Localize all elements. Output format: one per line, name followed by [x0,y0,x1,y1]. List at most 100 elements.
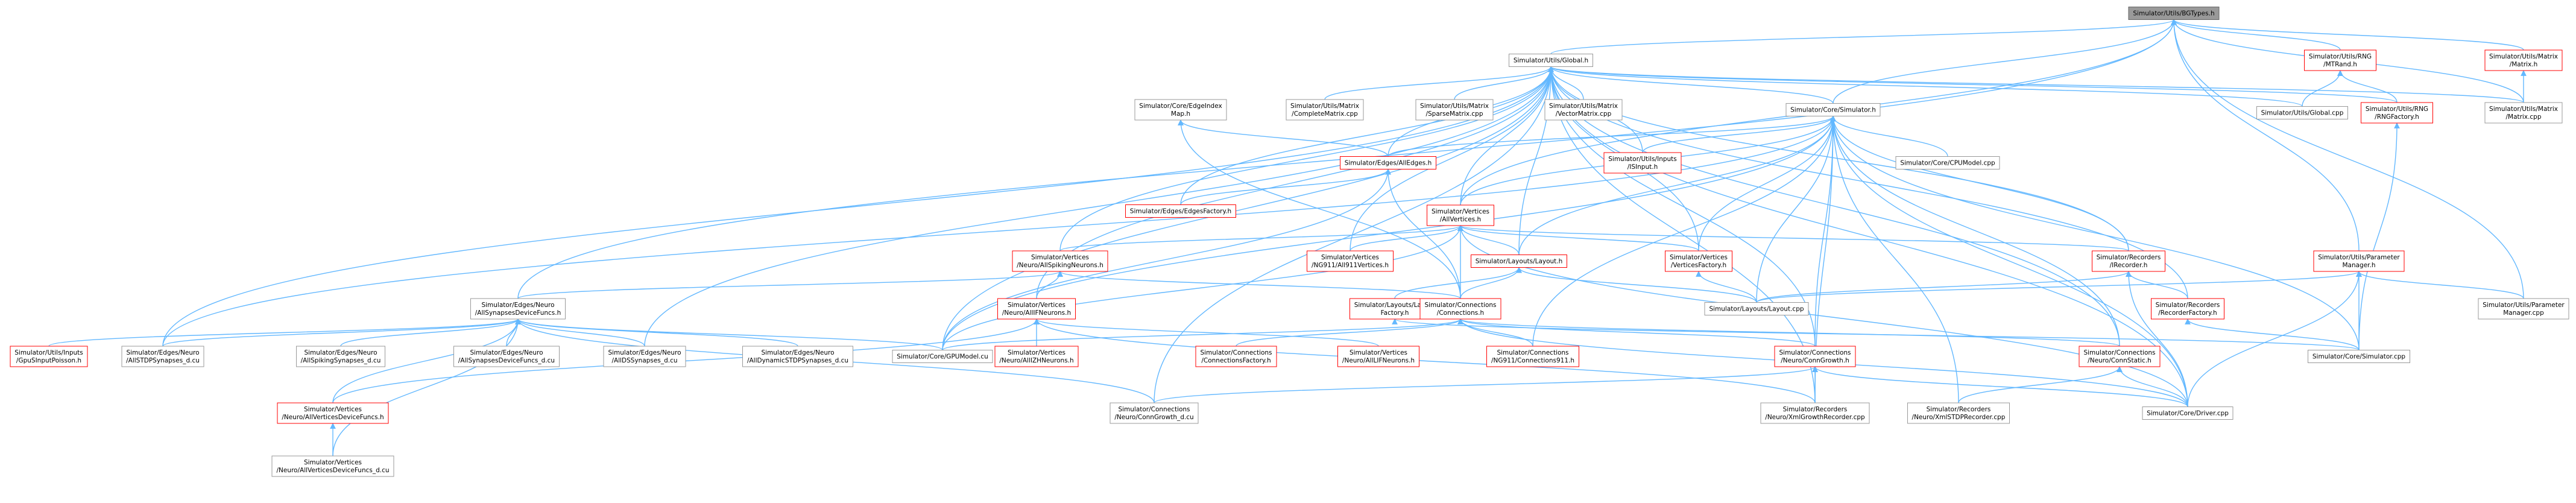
node-mtrand[interactable]: Simulator/Utils/RNG/MTRand.h [2304,49,2376,71]
node-box [1012,250,1108,272]
node-alledges[interactable]: Simulator/Edges/AllEdges.h [1340,156,1436,169]
node-label: Simulator/Connections [1497,349,1568,356]
node-label: /AllSpikingSynapses_d.cu [301,357,381,364]
node-gpuspoisson[interactable]: Simulator/Utils/Inputs/GpuSInputPoisson.… [10,346,88,367]
edge-allspiking-to-global-h [1059,66,1554,252]
edge-parammanager-to-bgtypes [2171,19,2360,252]
node-label: Simulator/Vertices [304,406,362,413]
node-label: /Neuro/AllIZHNeurons.h [999,357,1073,364]
node-box [1774,346,1856,367]
edge-connfactory-to-connections-h [1236,318,1463,347]
node-box [10,346,88,367]
node-label: /GpuSInputPoisson.h [16,357,81,364]
edge-layout-cpp-to-irecorder [1756,271,2132,303]
node-box [2079,346,2161,367]
node-alldssynapses[interactable]: Simulator/Edges/Neuro/AllDSSynapses_d.cu [603,346,686,367]
node-allspiking[interactable]: Simulator/Vertices/Neuro/AllSpikingNeuro… [1012,250,1108,272]
node-connections-h[interactable]: Simulator/Connections/Connections.h [1419,298,1501,320]
node-allspikingsyn[interactable]: Simulator/Edges/Neuro/AllSpikingSynapses… [296,346,385,367]
node-label: /AllDynamicSTDPSynapses_d.cu [747,357,848,364]
node-allsynapsesdev[interactable]: Simulator/Edges/Neuro/AllSynapsesDeviceF… [453,346,560,367]
node-global-cpp[interactable]: Simulator/Utils/Global.cpp [2256,106,2348,119]
node-driver-cpp[interactable]: Simulator/Core/Driver.cpp [2142,407,2233,420]
node-verticesdevice-cu[interactable]: Simulator/Vertices/Neuro/AllVerticesDevi… [271,455,394,477]
node-conn911[interactable]: Simulator/Connections/NG911/Connections9… [1486,346,1579,367]
node-cpumodel[interactable]: Simulator/Core/CPUModel.cpp [1895,156,2000,169]
edge-conngrowth-cu-to-conngrowth [1154,366,1818,403]
node-allstdp[interactable]: Simulator/Edges/Neuro/AllSTDPSynapses_d.… [121,346,204,367]
node-simulator-cpp[interactable]: Simulator/Core/Simulator.cpp [2308,350,2410,363]
node-layout-h[interactable]: Simulator/Layouts/Layout.h [1471,255,1567,268]
node-nq911vertices[interactable]: Simulator/Vertices/NG911/All911Vertices.… [1307,250,1394,272]
node-label: Map.h [1171,110,1190,118]
node-xmlgrowth[interactable]: Simulator/Recorders/Neuro/XmlGrowthRecor… [1760,402,1870,424]
edge-layout-cpp-to-layout-h [1516,267,1757,303]
node-label: /Neuro/ConnGrowth_d.cu [1114,414,1193,421]
node-box [2478,298,2569,320]
node-synapsesdevice[interactable]: Simulator/Edges/Neuro/AllSynapsesDeviceF… [470,298,566,320]
node-box [1125,204,1236,218]
node-completematrix[interactable]: Simulator/Utils/Matrix/CompleteMatrix.cp… [1286,99,1364,121]
edge-connections-h-to-allspiking [1057,271,1461,299]
node-label: Simulator/Core/EdgeIndex [1139,103,1222,110]
node-matrix-h[interactable]: Simulator/Utils/Matrix/Matrix.h [2484,49,2563,71]
node-sparsematrix[interactable]: Simulator/Utils/Matrix/SparseMatrix.cpp [1415,99,1494,121]
node-recorderfactory[interactable]: Simulator/Recorders/RecorderFactory.h [2151,298,2224,320]
node-box [2092,250,2165,272]
node-gpumodel[interactable]: Simulator/Core/GPUModel.cu [892,350,993,363]
node-box [1704,302,1809,315]
edge-verticesdevice-to-synapsesdevice [332,318,521,403]
node-label: Simulator/Utils/Matrix [1420,103,1489,110]
edge-layout-h-to-simulator-h [1518,115,1836,255]
node-conngrowth-cu[interactable]: Simulator/Connections/Neuro/ConnGrowth_d… [1110,402,1199,424]
node-layout-cpp[interactable]: Simulator/Layouts/Layout.cpp [1704,302,1809,315]
edge-gpumodel-to-global-h [942,66,1554,350]
node-vectormatrix[interactable]: Simulator/Utils/Matrix/VectorMatrix.cpp [1544,99,1623,121]
node-xmlstdp[interactable]: Simulator/Recorders/Neuro/XmlSTDPRecorde… [1907,402,2010,424]
node-alllif[interactable]: Simulator/Vertices/Neuro/AllLIFNeurons.h [1337,346,1419,367]
node-bgtypes[interactable]: Simulator/Utils/BGTypes.h [2128,7,2220,20]
node-conngrowth[interactable]: Simulator/Connections/Neuro/ConnGrowth.h [1774,346,1856,367]
edge-allspikingsyn-to-synapsesdevice [340,318,521,347]
edge-synapsesdevice-to-allspiking [517,271,1063,299]
edge-iinput-to-simulator-h [1642,115,1836,153]
edge-alllif-to-allifneurons [1034,318,1379,347]
node-allifneurons[interactable]: Simulator/Vertices/Neuro/AllIFNeurons.h [997,298,1076,320]
node-rngfactory[interactable]: Simulator/Utils/RNG/RNGFactory.h [2361,102,2433,124]
node-label: Simulator/Edges/AllEdges.h [1345,160,1432,167]
edge-gpumodel-to-alledges [942,168,1391,350]
edge-xmlstdp-to-connstatic [1958,366,2123,403]
node-iinput[interactable]: Simulator/Utils/Inputs/ISInput.h [1603,152,1682,174]
node-label: Simulator/Recorders [2097,254,2161,261]
node-irecorder[interactable]: Simulator/Recorders/IRecorder.h [2092,250,2165,272]
node-allvertices[interactable]: Simulator/Vertices/AllVertices.h [1427,204,1494,226]
node-matrix-cpp[interactable]: Simulator/Utils/Matrix/Matrix.cpp [2484,102,2563,124]
node-verticesfactory[interactable]: Simulator/Vertices/VerticesFactory.h [1665,250,1732,272]
node-label: Simulator/Utils/Matrix [1549,103,1618,110]
node-label: Simulator/Core/Simulator.h [1790,107,1876,114]
edge-connstatic-to-global-h [1548,66,2120,347]
node-label: Simulator/Utils/RNG [2366,106,2428,113]
node-verticesdevice[interactable]: Simulator/Vertices/Neuro/AllVerticesDevi… [277,402,389,424]
node-label: Simulator/Vertices [1008,349,1065,356]
node-box [742,346,853,367]
node-label: Simulator/Vertices [1321,254,1379,261]
node-alldynamicstdp[interactable]: Simulator/Edges/Neuro/AllDynamicSTDPSyna… [742,346,853,367]
node-connfactory[interactable]: Simulator/Connections/ConnectionsFactory… [1195,346,1277,367]
node-label: Simulator/Edges/Neuro [470,349,543,356]
node-label: /Neuro/AllIFNeurons.h [1002,309,1071,317]
edge-gpumodel-to-connections-h [942,318,1463,351]
node-label: Simulator/Vertices [304,459,362,466]
node-connstatic[interactable]: Simulator/Connections/Neuro/ConnStatic.h [2079,346,2161,367]
node-edgesfactory[interactable]: Simulator/Edges/EdgesFactory.h [1125,204,1236,218]
node-global-h[interactable]: Simulator/Utils/Global.h [1509,54,1593,67]
edge-allstdp-to-global-h [162,66,1554,347]
node-box [1340,156,1436,169]
node-allizh[interactable]: Simulator/Vertices/Neuro/AllIZHNeurons.h [994,346,1079,367]
node-label: /MTRand.h [2323,61,2357,68]
node-box [2256,106,2348,119]
node-simulator-h[interactable]: Simulator/Core/Simulator.h [1785,103,1881,116]
